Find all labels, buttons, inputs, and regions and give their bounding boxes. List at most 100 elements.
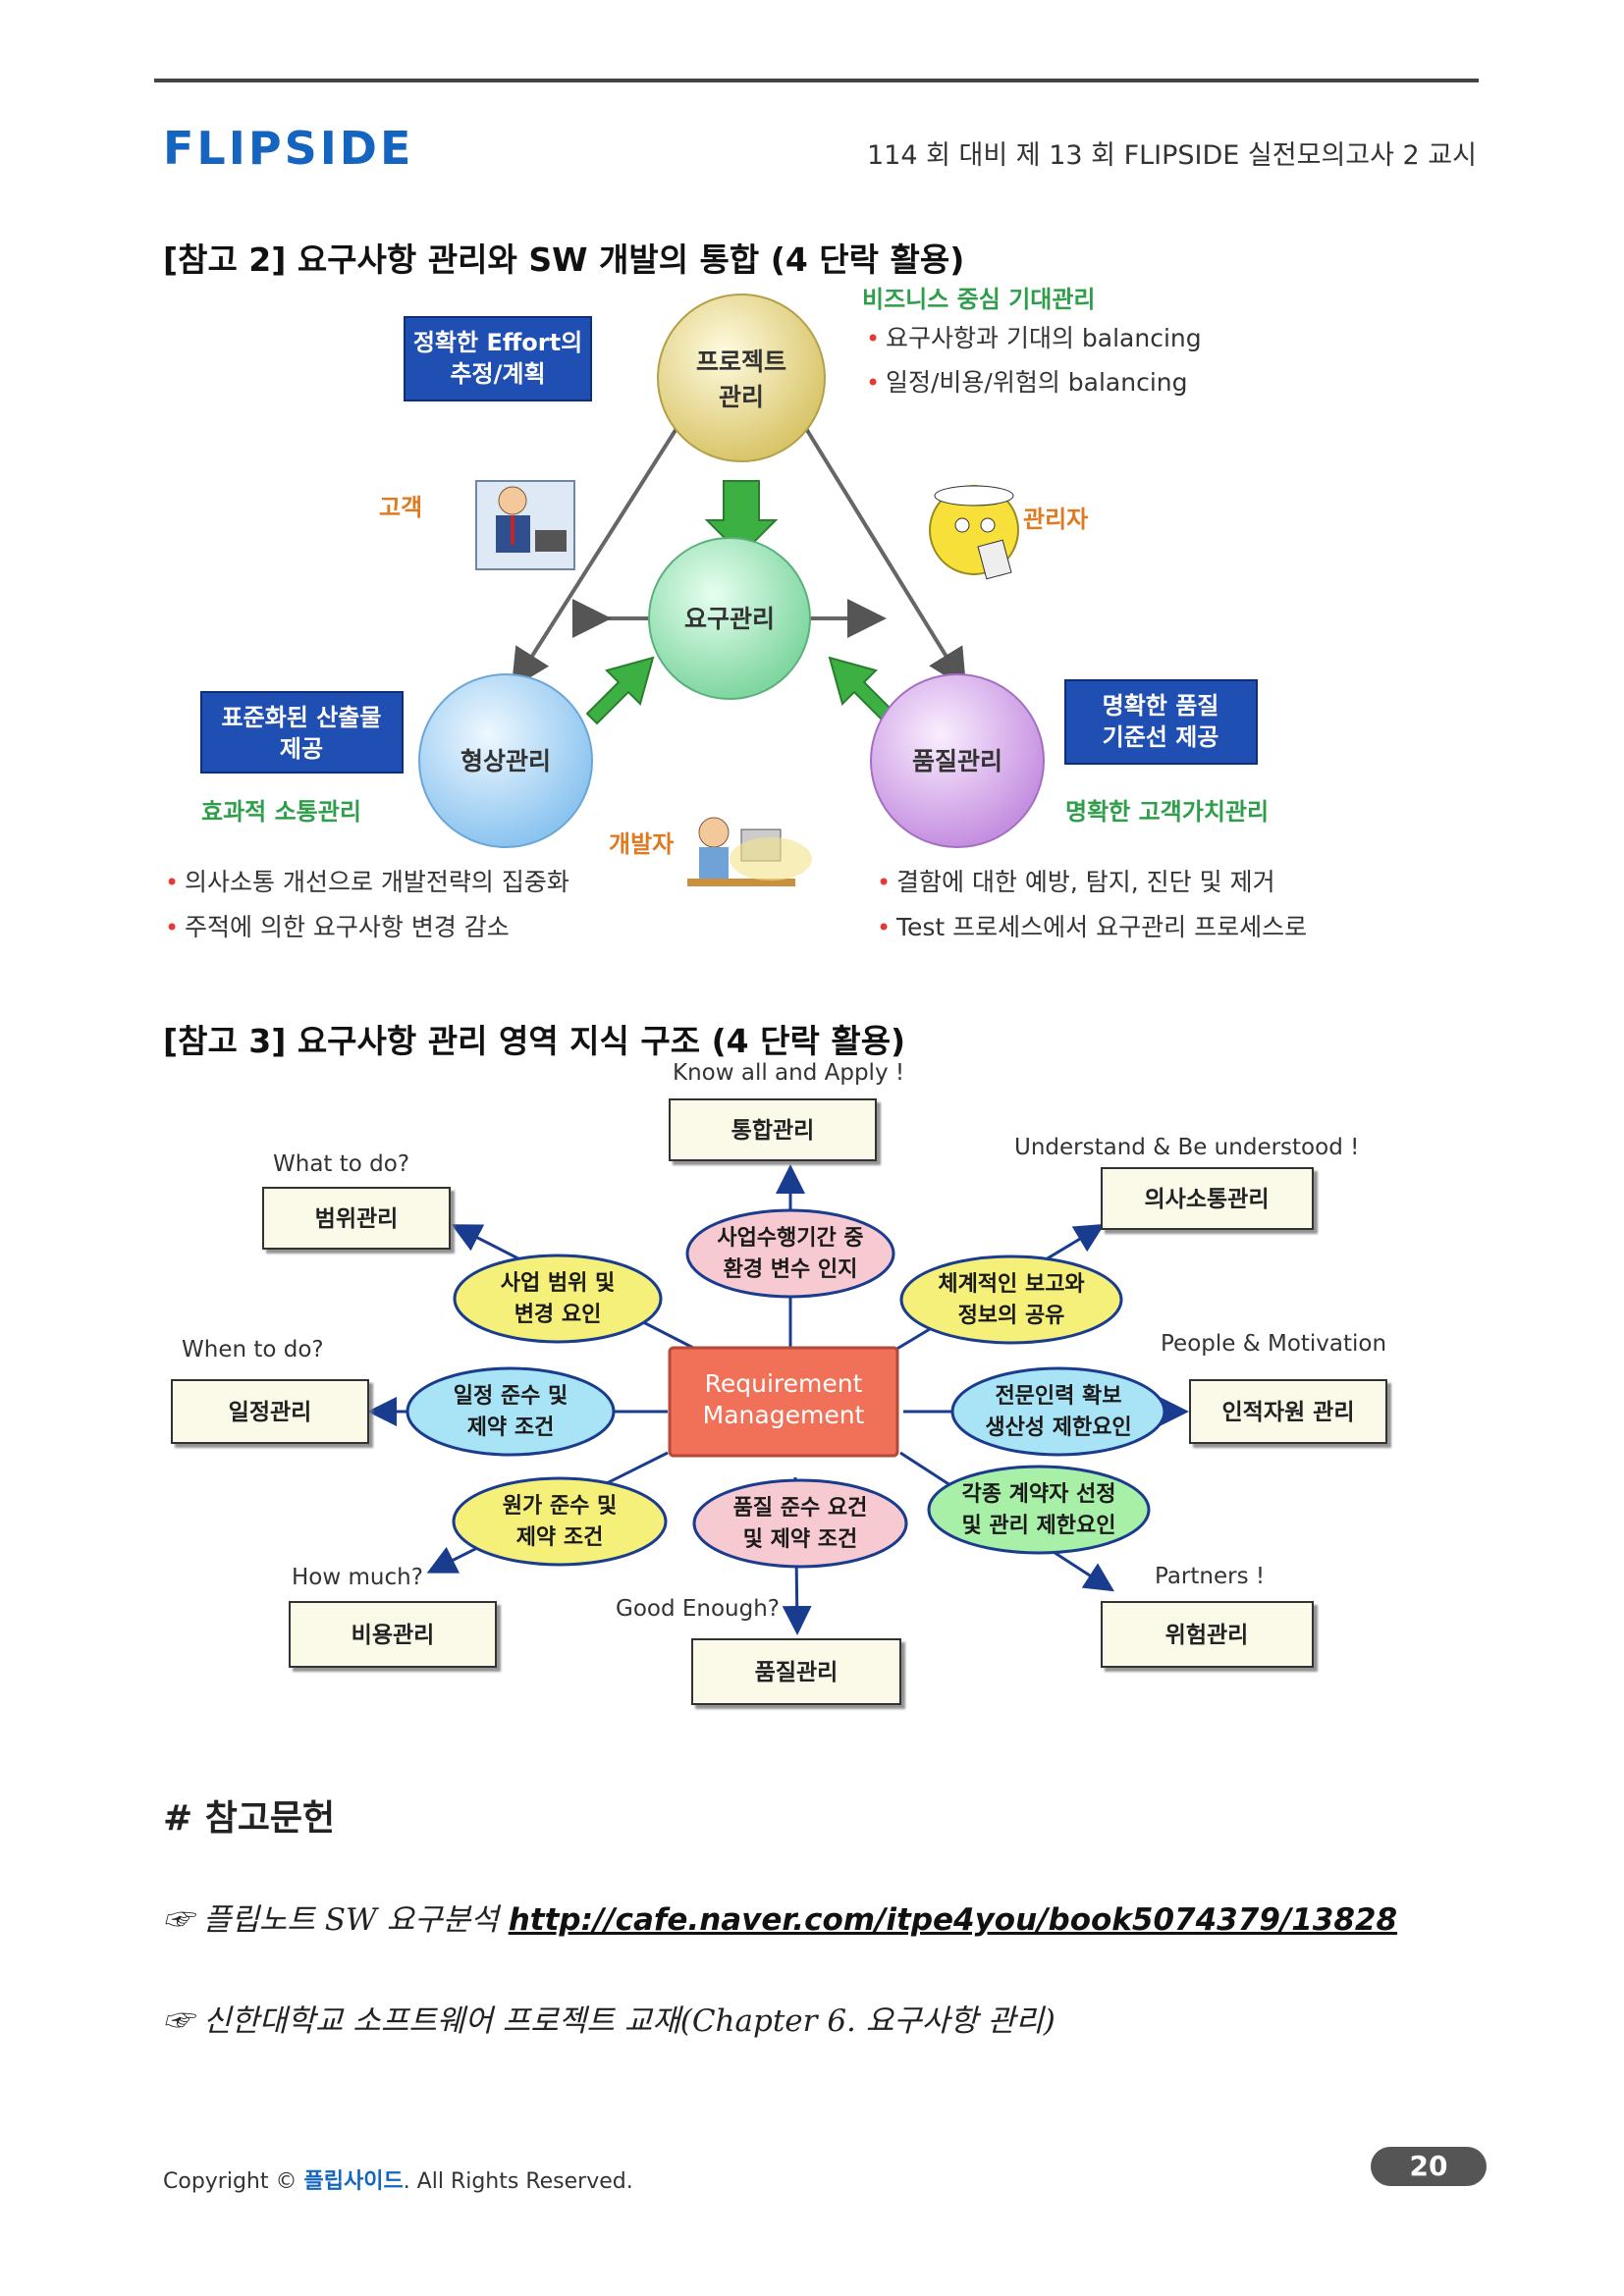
factor-risk-1: 각종 계약자 선정 bbox=[962, 1482, 1116, 1507]
box-standard-line2: 제공 bbox=[280, 735, 323, 763]
center-line1: Requirement bbox=[705, 1369, 863, 1398]
factor-comm-1: 체계적인 보고와 bbox=[938, 1272, 1084, 1297]
factor-scope-1: 사업 범위 및 bbox=[501, 1271, 616, 1296]
box-quality-management bbox=[691, 1638, 901, 1705]
bullet-icon: • bbox=[877, 869, 891, 896]
factor-risk-ellipse bbox=[927, 1465, 1151, 1555]
figure2-title: [참고 2] 요구사항 관리와 SW 개발의 통합 (4 단락 활용) bbox=[163, 240, 965, 279]
circle-project-line1: 프로젝트 bbox=[696, 347, 786, 376]
business-title: 비즈니스 중심 기대관리 bbox=[862, 286, 1096, 313]
caption-communication: Understand & Be understood ! bbox=[1014, 1135, 1359, 1160]
box-hr-management bbox=[1189, 1379, 1387, 1444]
area-quality: 품질관리 bbox=[755, 1660, 839, 1685]
box-scope-management bbox=[262, 1187, 451, 1250]
factor-integration-ellipse bbox=[685, 1208, 895, 1299]
box-effort-estimation bbox=[404, 316, 592, 401]
copyright: Copyright © 플립사이드. All Rights Reserved. bbox=[163, 2163, 633, 2195]
caption-cost: How much? bbox=[292, 1565, 423, 1590]
factor-schedule-ellipse bbox=[406, 1366, 616, 1457]
box-schedule-management bbox=[171, 1379, 369, 1444]
customer-clipart-icon bbox=[475, 480, 575, 570]
caption-risk: Partners ! bbox=[1155, 1564, 1265, 1589]
area-cost: 비용관리 bbox=[352, 1623, 435, 1648]
factor-quality-2: 및 제약 조건 bbox=[743, 1527, 858, 1552]
area-communication: 의사소통관리 bbox=[1145, 1187, 1270, 1212]
reference-item-2: ☞ 신한대학교 소프트웨어 프로젝트 교재(Chapter 6. 요구사항 관리… bbox=[163, 2003, 1056, 2039]
factor-quality-1: 품질 준수 요건 bbox=[733, 1496, 868, 1521]
factor-communication-ellipse bbox=[899, 1255, 1123, 1345]
bullet-icon: • bbox=[866, 325, 880, 352]
circle-requirement-management bbox=[648, 537, 811, 700]
copyright-brand: 플립사이드 bbox=[303, 2169, 404, 2194]
circle-left-label: 형상관리 bbox=[460, 747, 551, 775]
header-rule bbox=[154, 79, 1479, 82]
bullet-icon: • bbox=[165, 869, 179, 896]
caption-quality: Good Enough? bbox=[616, 1596, 780, 1622]
comm-title: 효과적 소통관리 bbox=[201, 798, 361, 826]
factor-hr-1: 전문인력 확보 bbox=[995, 1384, 1121, 1409]
comm-item-1: 의사소통 개선으로 개발전략의 집중화 bbox=[185, 868, 569, 896]
box-effort-line2: 추정/계획 bbox=[450, 360, 545, 388]
link-project-quality bbox=[772, 390, 967, 689]
page-number: 20 bbox=[1371, 2147, 1487, 2186]
reference-1-text: ☞ 플립노트 SW 요구분석 bbox=[163, 1902, 509, 1938]
developer-clipart-icon bbox=[687, 817, 812, 886]
factor-cost-2: 제약 조건 bbox=[516, 1525, 604, 1550]
flipside-logo: FLIPSIDE bbox=[163, 122, 414, 175]
factor-hr-ellipse bbox=[950, 1366, 1166, 1457]
box-cost-management bbox=[289, 1601, 497, 1668]
caption-integration: Know all and Apply ! bbox=[673, 1060, 904, 1086]
box-communication-management bbox=[1101, 1167, 1314, 1230]
factor-cost-ellipse bbox=[452, 1476, 668, 1567]
comm-item-2: 주적에 의한 요구사항 변경 감소 bbox=[185, 913, 510, 941]
box-quality-baseline bbox=[1064, 679, 1258, 765]
factor-quality-ellipse bbox=[692, 1478, 908, 1569]
arrow-down-icon bbox=[704, 480, 779, 557]
value-item-2: Test 프로세스에서 요구관리 프로세스로 bbox=[895, 913, 1307, 941]
factor-cost-1: 원가 준수 및 bbox=[503, 1494, 618, 1519]
references-title: # 참고문헌 bbox=[163, 1798, 336, 1839]
caption-schedule: When to do? bbox=[182, 1337, 324, 1362]
factor-hr-2: 생산성 제한요인 bbox=[985, 1415, 1131, 1440]
arrow-up-left-icon bbox=[828, 656, 897, 725]
copyright-suffix: . All Rights Reserved. bbox=[403, 2169, 633, 2194]
link-project-config bbox=[511, 390, 712, 689]
label-manager: 관리자 bbox=[1023, 506, 1088, 533]
circle-right-label: 품질관리 bbox=[912, 747, 1002, 775]
box-integration-management bbox=[669, 1098, 877, 1161]
area-hr: 인적자원 관리 bbox=[1222, 1400, 1355, 1425]
figure2-diagram: 프로젝트 관리 요구관리 형상관리 품질관리 정확한 Effort의 추정/계획… bbox=[165, 286, 1307, 941]
reference-item-1: ☞ 플립노트 SW 요구분석 http://cafe.naver.com/itp… bbox=[163, 1895, 1397, 1939]
factor-scope-2: 변경 요인 bbox=[514, 1303, 602, 1327]
area-schedule: 일정관리 bbox=[229, 1400, 312, 1425]
figure3-diagram: Know all and Apply ! What to do? Underst… bbox=[171, 1060, 1387, 1705]
circle-project-line2: 관리 bbox=[719, 383, 764, 411]
area-risk: 위험관리 bbox=[1165, 1623, 1249, 1648]
reference-1-link[interactable]: http://cafe.naver.com/itpe4you/book50743… bbox=[508, 1902, 1398, 1938]
box-standard-line1: 표준화된 산출물 bbox=[222, 704, 382, 731]
bullet-icon: • bbox=[866, 369, 880, 397]
bullet-icon: • bbox=[877, 914, 891, 941]
label-customer: 고객 bbox=[379, 494, 422, 521]
manager-clipart-icon bbox=[929, 485, 1019, 580]
value-item-1: 결함에 대한 예방, 탐지, 진단 및 제거 bbox=[896, 868, 1275, 896]
box-standard-artifacts bbox=[200, 691, 404, 774]
business-item-2: 일정/비용/위험의 balancing bbox=[886, 368, 1188, 397]
requirement-management-box bbox=[668, 1346, 899, 1458]
exam-title: 114 회 대비 제 13 회 FLIPSIDE 실전모의고사 2 교시 bbox=[866, 140, 1477, 171]
box-effort-line1: 정확한 Effort의 bbox=[413, 329, 582, 356]
factor-integration-2: 환경 변수 인지 bbox=[724, 1257, 858, 1282]
bullet-icon: • bbox=[165, 914, 179, 941]
arrow-up-right-icon bbox=[585, 656, 655, 725]
area-integration: 통합관리 bbox=[731, 1118, 815, 1144]
circle-quality-management bbox=[870, 673, 1045, 848]
factor-integration-1: 사업수행기간 중 bbox=[717, 1226, 863, 1251]
factor-risk-2: 및 관리 제한요인 bbox=[962, 1514, 1116, 1538]
factor-schedule-1: 일정 준수 및 bbox=[454, 1384, 568, 1409]
factor-scope-ellipse bbox=[453, 1254, 663, 1344]
area-scope: 범위관리 bbox=[315, 1206, 399, 1232]
circle-project-management bbox=[657, 294, 826, 462]
value-title: 명확한 고객가치관리 bbox=[1065, 798, 1269, 826]
factor-schedule-2: 제약 조건 bbox=[467, 1415, 555, 1440]
figure3-title: [참고 3] 요구사항 관리 영역 지식 구조 (4 단락 활용) bbox=[163, 1022, 906, 1060]
